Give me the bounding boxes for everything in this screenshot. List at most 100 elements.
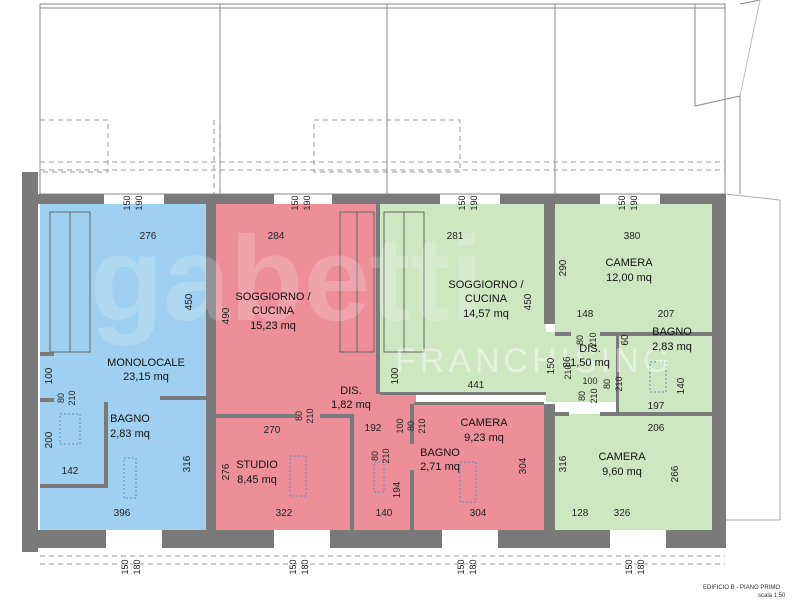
room-monolocale-area: 23,15 mq: [123, 371, 169, 383]
dim-270: 270: [264, 425, 281, 436]
room-dis1-area: 1,82 mq: [331, 399, 371, 411]
dim-206: 206: [648, 423, 665, 434]
room-fills: [40, 204, 715, 530]
room-bagno2-name: BAGNO: [420, 447, 460, 459]
stair-red: [339, 211, 375, 353]
dim-60: 60: [620, 334, 631, 346]
dim-128: 128: [572, 508, 589, 519]
door-red2-210: 210: [417, 418, 427, 433]
dimensions-horizontal: 276 284 281 380 441 207 148 197 206 142 …: [62, 231, 675, 519]
watermark-script: gabetti: [90, 212, 483, 346]
fill-soggiorno2: [380, 204, 546, 394]
room-monolocale-name: MONOLOCALE: [107, 357, 185, 369]
exterior-right: [724, 193, 781, 521]
door-red2-80: 80: [406, 421, 416, 431]
window-labels: 150 190 150 190 150 190 150 190 150 180 …: [56, 195, 646, 574]
stair-blue: [49, 211, 91, 353]
dim-200: 200: [44, 431, 55, 448]
dim-304b: 304: [518, 457, 529, 474]
dim-284: 284: [268, 231, 285, 242]
door-green3-80: 80: [602, 379, 612, 389]
win-bot2-180: 180: [300, 559, 310, 574]
win-top1-150: 150: [122, 195, 132, 210]
dim-276b: 276: [221, 463, 232, 480]
room-soggiorno2-name2: CUCINA: [465, 293, 508, 305]
fill-camera1: [414, 404, 544, 530]
door-green4-210: 210: [589, 388, 599, 403]
footer-scale: scala 1:50: [758, 593, 786, 599]
dim-197: 197: [648, 401, 665, 412]
door-blue-210: 210: [67, 390, 77, 405]
room-bagno1-area: 2,83 mq: [110, 428, 150, 440]
dim-450b: 450: [523, 293, 534, 310]
footer-title: EDIFICIO B - PIANO PRIMO: [703, 585, 780, 591]
dim-194: 194: [392, 481, 403, 498]
dim-290: 290: [558, 259, 569, 276]
room-camera1-area: 9,23 mq: [464, 432, 504, 444]
fill-dis1: [338, 204, 380, 418]
door-red3-210: 210: [381, 448, 391, 463]
door-green4-80: 80: [577, 391, 587, 401]
room-studio-area: 8,45 mq: [237, 474, 277, 486]
dim-441: 441: [468, 380, 485, 391]
win-top4-150: 150: [617, 195, 627, 210]
fill-studio: [216, 418, 350, 530]
bottom-band: [40, 555, 725, 565]
room-soggiorno1-area: 15,23 mq: [250, 320, 296, 332]
room-dis2-area: 1,50 mq: [570, 357, 610, 369]
dim-490: 490: [221, 307, 232, 324]
door-blue-80: 80: [56, 393, 66, 403]
room-dis2-name: DIS.: [579, 343, 600, 355]
win-top1-190: 190: [134, 195, 144, 210]
dim-86: 86: [562, 356, 573, 368]
room-camera1-name: CAMERA: [460, 417, 508, 429]
door-green2-210: 210: [563, 364, 573, 379]
room-bagno3-name: BAGNO: [652, 326, 692, 338]
door-red-210: 210: [305, 408, 315, 423]
dimensions-vertical: 450 490 450 290 100 100 60 140 266 316 3…: [44, 259, 687, 498]
win-top3-150: 150: [457, 195, 467, 210]
win-top4-190: 190: [629, 195, 639, 210]
win-bot1-180: 180: [132, 559, 142, 574]
room-dis1-name: DIS.: [340, 385, 361, 397]
fixtures: [59, 361, 667, 503]
win-bot3-150: 150: [456, 559, 466, 574]
dim-380: 380: [624, 231, 641, 242]
win-bot4-180: 180: [636, 559, 646, 574]
door-red3-80: 80: [370, 451, 380, 461]
walls: [22, 172, 726, 552]
win-top2-190: 190: [302, 195, 312, 210]
room-labels: MONOLOCALE 23,15 mq BAGNO 2,83 mq SOGGIO…: [107, 257, 692, 486]
room-soggiorno1-name1: SOGGIORNO /: [235, 291, 311, 303]
dim-192: 192: [365, 423, 382, 434]
room-soggiorno1-name2: CUCINA: [252, 305, 295, 317]
room-bagno2-area: 2,71 mq: [420, 461, 460, 473]
win-bot3-180: 180: [468, 559, 478, 574]
stair-green: [383, 211, 425, 353]
dim-140a: 140: [676, 377, 687, 394]
terrace-outline: [39, 0, 761, 195]
dim-276: 276: [140, 231, 157, 242]
win-bot1-150: 150: [120, 559, 130, 574]
room-soggiorno2-area: 14,57 mq: [463, 308, 509, 320]
dim-281: 281: [447, 231, 464, 242]
dim-450a: 450: [184, 293, 195, 310]
win-bot4-150: 150: [624, 559, 634, 574]
dim-150: 150: [546, 357, 557, 374]
dim-100b: 100: [390, 367, 401, 384]
room-soggiorno2-name1: SOGGIORNO /: [448, 279, 524, 291]
dim-396: 396: [114, 508, 131, 519]
room-camera3-name: CAMERA: [598, 451, 646, 463]
room-camera2-name: CAMERA: [605, 257, 653, 269]
fill-dis2: [546, 332, 618, 402]
win-top2-150: 150: [290, 195, 300, 210]
room-studio-name: STUDIO: [236, 459, 278, 471]
win-bot2-150: 150: [288, 559, 298, 574]
dim-322: 322: [276, 508, 293, 519]
door-green1-210: 210: [588, 332, 598, 347]
dim-326: 326: [614, 508, 631, 519]
door-green1-80: 80: [575, 335, 585, 345]
dim-316b: 316: [558, 455, 569, 472]
fill-camera3: [555, 414, 712, 530]
